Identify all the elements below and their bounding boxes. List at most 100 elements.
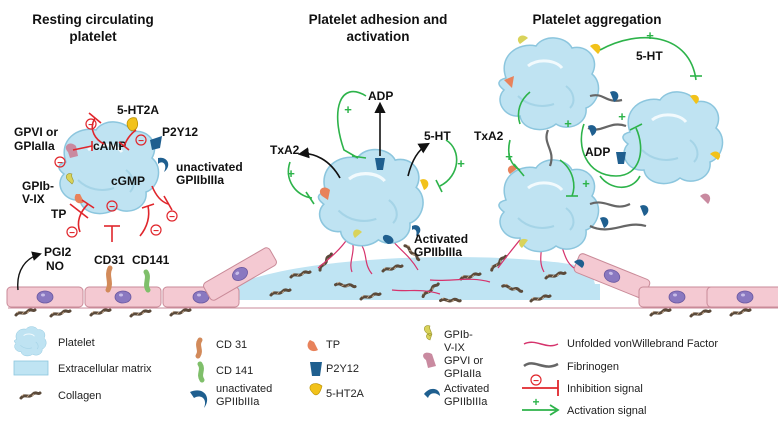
label-agg-txa2: TxA2 <box>474 129 504 143</box>
svg-text:+: + <box>287 166 295 181</box>
svg-text:+: + <box>618 109 626 124</box>
label-agg-adp: ADP <box>585 145 610 159</box>
tp-receptor <box>319 187 330 200</box>
inhibition-signals <box>69 112 173 242</box>
legend-matrix-swatch <box>13 360 49 376</box>
legend-activated-line1: Activated <box>444 383 489 395</box>
label-agg-5ht: 5-HT <box>636 49 663 63</box>
tp-receptor <box>504 76 514 88</box>
svg-text:−: − <box>533 376 539 387</box>
legend-vwf-icon <box>523 341 559 347</box>
legend-gpib-line2: V-IX <box>444 342 465 354</box>
legend-collagen: Collagen <box>58 390 101 402</box>
legend-p2y12-icon <box>310 362 322 376</box>
adhesion-title-line1: Platelet adhesion and <box>309 12 448 27</box>
endothelial-cell <box>706 286 778 308</box>
p2y12-receptor <box>150 136 162 150</box>
legend-unactivated-line2: GPIIbIIIa <box>216 396 260 408</box>
p2y12-receptor <box>616 152 626 164</box>
label-tp: TP <box>51 207 66 221</box>
5ht-release-arrow <box>407 142 430 177</box>
label-unactivated-line2: GPIIbIIIa <box>176 173 224 187</box>
unactivated-gpiibiiia-receptor <box>158 157 169 172</box>
aggregation-receptors <box>504 35 721 268</box>
inhibition-circles <box>54 118 178 238</box>
legend-matrix: Extracellular matrix <box>58 363 152 375</box>
inhibition-minus-signs: − − − − − − − <box>57 120 175 239</box>
label-txa2: TxA2 <box>270 143 300 157</box>
gpvi-receptor <box>65 143 78 158</box>
activated-gpiibiiia-receptor <box>610 91 619 102</box>
label-adp: ADP <box>368 89 393 103</box>
ht2a-receptor <box>690 94 699 104</box>
label-activated-line2: GPIIbIIIa <box>414 245 462 259</box>
legend-gpib-line1: GPIb- <box>444 329 473 341</box>
legend-activation: Activation signal <box>567 405 647 417</box>
legend-cd31: CD 31 <box>216 339 247 351</box>
legend-unactivated-line1: unactivated <box>216 383 272 395</box>
resting-title-line1: Resting circulating <box>32 12 154 27</box>
svg-text:−: − <box>57 158 63 169</box>
gpvi-receptor <box>700 193 711 204</box>
label-cd141: CD141 <box>132 253 170 267</box>
legend-platelet: Platelet <box>58 337 95 349</box>
svg-text:+: + <box>582 176 590 191</box>
svg-text:−: − <box>138 136 144 147</box>
label-unactivated-line1: unactivated <box>176 160 243 174</box>
svg-text:−: − <box>169 212 175 223</box>
legend-activation-icon: + <box>522 395 560 416</box>
legend-activated-line2: GPIIbIIIa <box>444 396 488 408</box>
legend-collagen-icon <box>19 391 42 400</box>
svg-text:−: − <box>153 226 159 237</box>
ht2a-receptor <box>710 151 721 160</box>
legend-gpib-icon <box>424 325 433 341</box>
activation-loops-aggregation <box>507 36 702 197</box>
legend-cd141-icon <box>197 361 205 383</box>
legend-tp: TP <box>326 339 340 351</box>
p2y12-receptor <box>375 158 385 170</box>
legend-inhibition: Inhibition signal <box>567 383 643 395</box>
legend-cd31-icon <box>195 337 203 359</box>
label-camp: cAMP <box>93 139 126 153</box>
legend-platelet-icon <box>13 326 47 357</box>
vessel-wall <box>6 245 778 309</box>
svg-text:−: − <box>88 120 94 131</box>
legend-gpvi-line2: GPIaIIa <box>444 368 482 380</box>
gpib-receptor <box>353 229 362 238</box>
legend-ht2a: 5-HT2A <box>326 388 365 400</box>
txa2-release-arrow <box>297 147 341 179</box>
activated-gpiibiiia-receptor <box>412 225 421 236</box>
label-gpvi-line1: GPVI or <box>14 125 58 139</box>
svg-text:+: + <box>457 156 465 171</box>
cd141-marker <box>143 269 151 293</box>
svg-text:−: − <box>69 228 75 239</box>
adhesion-title-line2: activation <box>346 29 409 44</box>
label-gpib-line1: GPIb- <box>22 179 54 193</box>
ht2a-receptor <box>590 43 601 54</box>
svg-text:−: − <box>109 202 115 213</box>
legend: Platelet Extracellular matrix Collagen C… <box>13 325 718 417</box>
svg-text:+: + <box>564 116 572 131</box>
resting-title-line2: platelet <box>69 29 117 44</box>
label-5ht: 5-HT <box>424 129 451 143</box>
legend-inhibition-icon: − <box>522 374 559 396</box>
legend-gpvi-line1: GPVI or <box>444 355 483 367</box>
gpib-receptor <box>66 173 74 185</box>
svg-text:+: + <box>505 149 513 164</box>
resting-receptors <box>65 117 169 204</box>
activated-gpiibiiia-receptor <box>640 205 649 216</box>
activated-gpiibiiia-receptor <box>382 234 394 244</box>
svg-text:+: + <box>532 395 539 409</box>
label-p2y12: P2Y12 <box>162 125 198 139</box>
label-pgi2: PGI2 <box>44 245 72 259</box>
gpib-receptor <box>519 238 528 248</box>
legend-unactivated-icon <box>190 390 208 408</box>
label-no: NO <box>46 259 64 273</box>
aggregated-platelet <box>621 90 725 186</box>
legend-fibrinogen-icon <box>523 362 559 368</box>
gpib-receptor <box>517 35 528 44</box>
legend-activated-icon <box>424 388 440 398</box>
activation-loops-adhesion <box>287 90 458 205</box>
tp-receptor <box>74 194 84 204</box>
